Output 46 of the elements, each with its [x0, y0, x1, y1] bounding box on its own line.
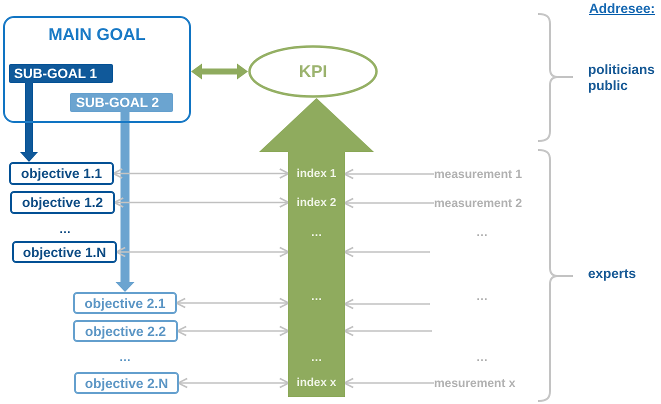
- ellipsis-text: …: [476, 225, 488, 239]
- index-label: index 1: [296, 167, 336, 181]
- objective-box: objective 2.1: [73, 292, 177, 314]
- sub-goal-box: SUB-GOAL 2: [70, 93, 173, 112]
- addressee-heading: Addresee:: [588, 1, 656, 17]
- double-arrow: [175, 298, 290, 308]
- ellipsis-text: …: [59, 222, 71, 236]
- objective-box: objective 1.2: [10, 191, 115, 214]
- index-label: …: [310, 290, 322, 304]
- double-arrow: [113, 197, 290, 208]
- measurement-label: measurement 2: [434, 195, 522, 211]
- index-column: [288, 152, 345, 397]
- double-arrow: [176, 326, 290, 336]
- thick-arrow: [259, 98, 374, 152]
- arrow: [343, 198, 434, 208]
- objective-box: objective 2.N: [74, 372, 179, 394]
- index-label: index x: [296, 376, 336, 390]
- audience-label: experts: [588, 266, 636, 282]
- objective-box: objective 1.N: [12, 241, 117, 263]
- ellipsis-text: …: [476, 289, 488, 303]
- thick-arrow: [20, 83, 38, 162]
- arrow: [343, 378, 434, 388]
- objective-box: objective 1.1: [9, 162, 114, 185]
- ellipsis-text: …: [119, 350, 131, 364]
- arrow: [343, 326, 432, 336]
- index-label: …: [310, 226, 322, 240]
- objective-box: objective 2.2: [73, 320, 178, 342]
- sub-goal-box: SUB-GOAL 1: [9, 64, 113, 83]
- measurement-label: mesurement x: [434, 375, 516, 391]
- audience-label: politicians public: [588, 62, 656, 94]
- arrow: [343, 168, 434, 180]
- double-arrow: [191, 64, 248, 80]
- index-label: index 2: [296, 196, 336, 210]
- arrow: [343, 298, 430, 310]
- arrow: [343, 246, 430, 258]
- goal-box: [3, 16, 191, 123]
- ellipsis-text: …: [476, 350, 488, 364]
- measurement-label: measurement 1: [434, 166, 522, 182]
- double-arrow: [177, 378, 290, 388]
- index-label: …: [310, 351, 322, 365]
- double-arrow: [115, 246, 290, 258]
- kpi-ellipse: [248, 45, 378, 98]
- double-arrow: [112, 168, 290, 179]
- goal-title: MAIN GOAL: [48, 25, 146, 45]
- kpi-label: KPI: [298, 62, 328, 82]
- thick-arrow: [116, 112, 134, 292]
